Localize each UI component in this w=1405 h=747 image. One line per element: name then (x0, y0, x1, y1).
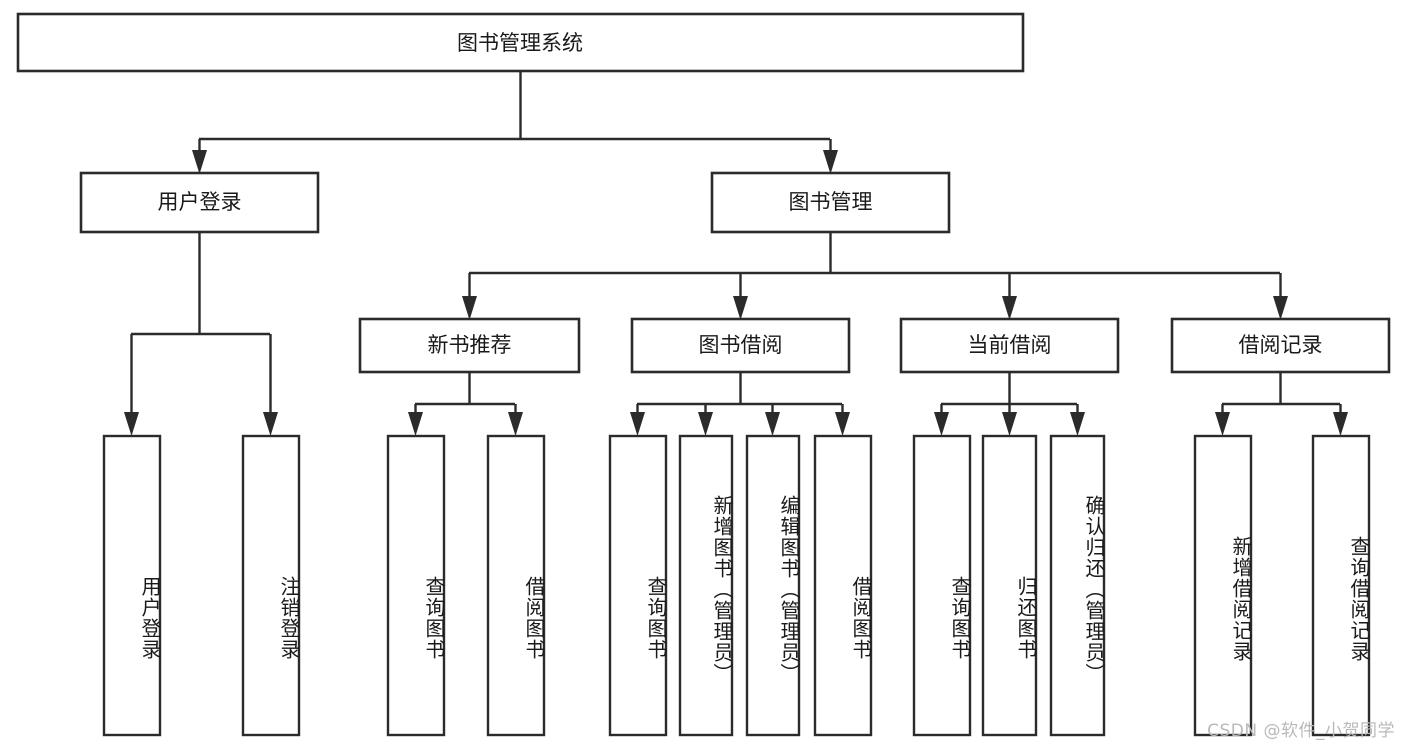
node-current-borrow[interactable]: 当前借阅 (899, 317, 1120, 374)
arrow-head-icon (1215, 412, 1230, 436)
node-borrow-record-box[interactable] (1170, 317, 1391, 374)
leaf-box-borrow-3[interactable] (745, 434, 801, 737)
node-book-management-box[interactable] (710, 171, 951, 234)
node-user-login-box[interactable] (79, 171, 320, 234)
connector-layer (124, 71, 1348, 436)
node-new-book-recommend[interactable]: 新书推荐 (358, 317, 581, 374)
node-root-label: 图书管理系统 (457, 31, 583, 55)
arrow-head-icon (508, 412, 523, 436)
node-new-book-recommend-box[interactable] (358, 317, 581, 374)
arrow-head-icon (630, 412, 645, 436)
leaf-box-borrow-4[interactable] (813, 434, 873, 737)
node-book-management-label: 图书管理 (789, 190, 873, 214)
arrow-head-icon (823, 150, 838, 174)
arrow-head-icon (263, 412, 278, 436)
leaf-box-user-login-1[interactable] (102, 434, 162, 737)
node-book-borrow-box[interactable] (630, 317, 851, 374)
node-root-box[interactable] (16, 12, 1025, 73)
leaf-box-recommend-2[interactable] (486, 434, 546, 737)
leaf-box-borrow-1[interactable] (608, 434, 668, 737)
leaf-box-user-login-2[interactable] (241, 434, 301, 737)
leaf-box-current-1[interactable] (912, 434, 972, 737)
arrow-head-icon (408, 412, 423, 436)
node-borrow-record[interactable]: 借阅记录 (1170, 317, 1391, 374)
arrow-head-icon (1002, 412, 1017, 436)
node-root[interactable]: 图书管理系统 (16, 12, 1025, 73)
node-borrow-record-label: 借阅记录 (1239, 333, 1323, 357)
arrow-head-icon (1273, 296, 1288, 320)
node-new-book-recommend-label: 新书推荐 (428, 333, 512, 357)
arrow-head-icon (835, 412, 850, 436)
node-user-login-label: 用户登录 (158, 190, 242, 214)
node-current-borrow-label: 当前借阅 (968, 333, 1052, 357)
leaf-box-current-3[interactable] (1049, 434, 1106, 737)
arrow-head-icon (698, 412, 713, 436)
node-book-borrow[interactable]: 图书借阅 (630, 317, 851, 374)
leaf-box-current-2[interactable] (981, 434, 1038, 737)
leaf-box-record-2[interactable] (1311, 434, 1371, 737)
leaf-box-recommend-1[interactable] (386, 434, 446, 737)
arrow-head-icon (1002, 296, 1017, 320)
leaf-box-borrow-2[interactable] (678, 434, 734, 737)
arrow-head-icon (192, 150, 207, 174)
arrow-head-icon (1070, 412, 1085, 436)
arrow-head-icon (765, 412, 780, 436)
node-book-borrow-label: 图书借阅 (699, 333, 783, 357)
leaf-box-record-1[interactable] (1193, 434, 1253, 737)
arrow-head-icon (733, 296, 748, 320)
node-book-management[interactable]: 图书管理 (710, 171, 951, 234)
arrow-head-icon (1333, 412, 1348, 436)
arrow-head-icon (124, 412, 139, 436)
arrow-head-icon (934, 412, 949, 436)
node-current-borrow-box[interactable] (899, 317, 1120, 374)
arrow-head-icon (462, 296, 477, 320)
csdn-watermark: CSDN @软件_小贺同学 (1207, 721, 1395, 741)
node-user-login[interactable]: 用户登录 (79, 171, 320, 234)
